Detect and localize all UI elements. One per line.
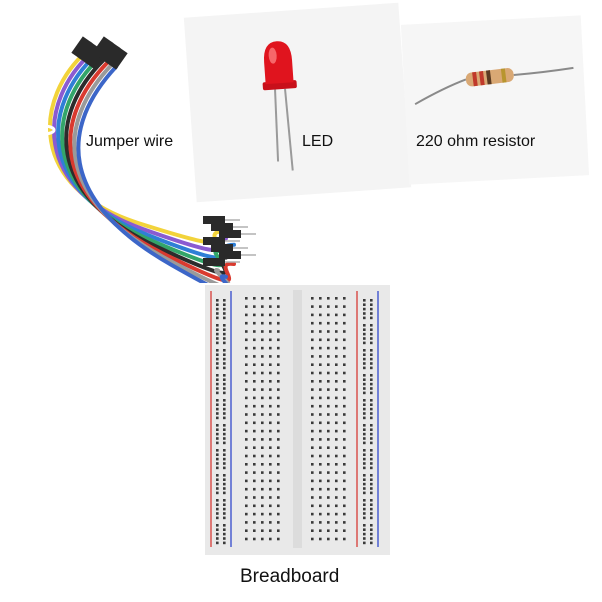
breadboard-image [205,285,390,555]
jumper-wire-bundle-icon [32,36,256,283]
resistor-image-panel [400,15,590,185]
resistor-label: 220 ohm resistor [416,133,536,150]
jumper-wire-label: Jumper wire [86,133,174,150]
resistor-icon [414,66,574,106]
led-label: LED [302,133,334,150]
breadboard-label: Breadboard [240,566,340,587]
breadboard-icon [205,285,390,555]
red-led-icon [262,41,297,171]
led-image-panel [183,2,412,203]
jumper-wire-image [28,18,278,283]
